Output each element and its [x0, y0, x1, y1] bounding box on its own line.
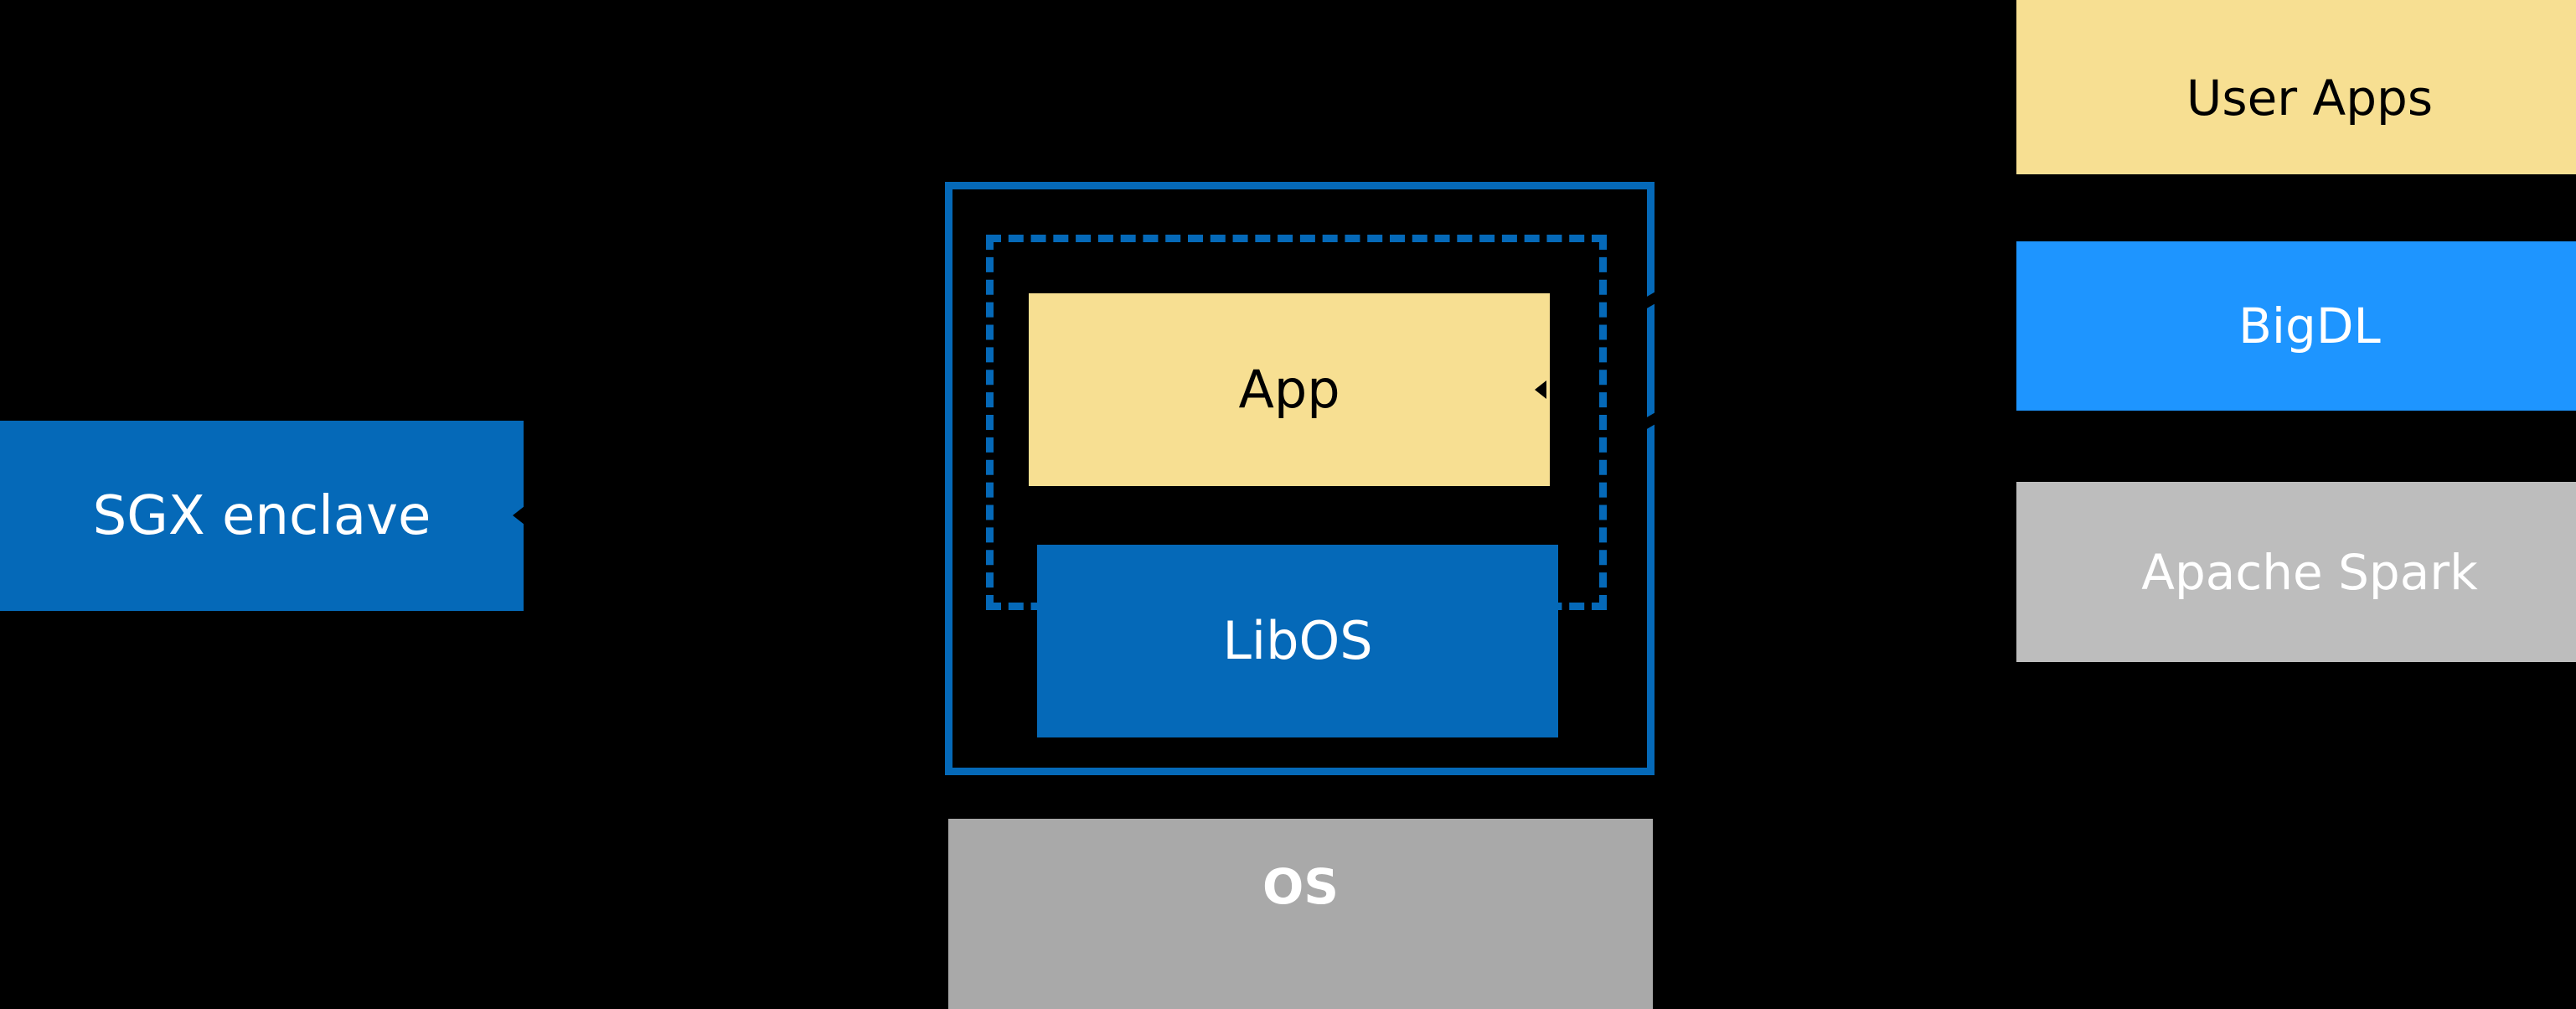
os-label: OS	[1262, 858, 1340, 915]
bigdl-box: BigDL	[2016, 241, 2576, 411]
apache-spark-label: Apache Spark	[2141, 543, 2478, 601]
user-apps-label: User Apps	[2186, 70, 2434, 127]
sgx-enclave-box: SGX enclave	[0, 421, 524, 611]
apache-spark-box: Apache Spark	[2016, 482, 2576, 662]
app-arrow-icon	[1535, 380, 1546, 399]
os-box: OS	[948, 819, 1653, 1009]
sgx-enclave-arrow-icon	[513, 506, 524, 525]
enclave-solid-border	[945, 182, 1655, 775]
user-apps-box: User Apps	[2016, 0, 2576, 174]
app-box: App	[1029, 293, 1550, 486]
libos-label: LibOS	[1222, 610, 1373, 671]
app-label: App	[1238, 359, 1340, 420]
sgx-enclave-label: SGX enclave	[92, 484, 431, 547]
bigdl-label: BigDL	[2238, 298, 2381, 354]
libos-box: LibOS	[1037, 545, 1558, 737]
